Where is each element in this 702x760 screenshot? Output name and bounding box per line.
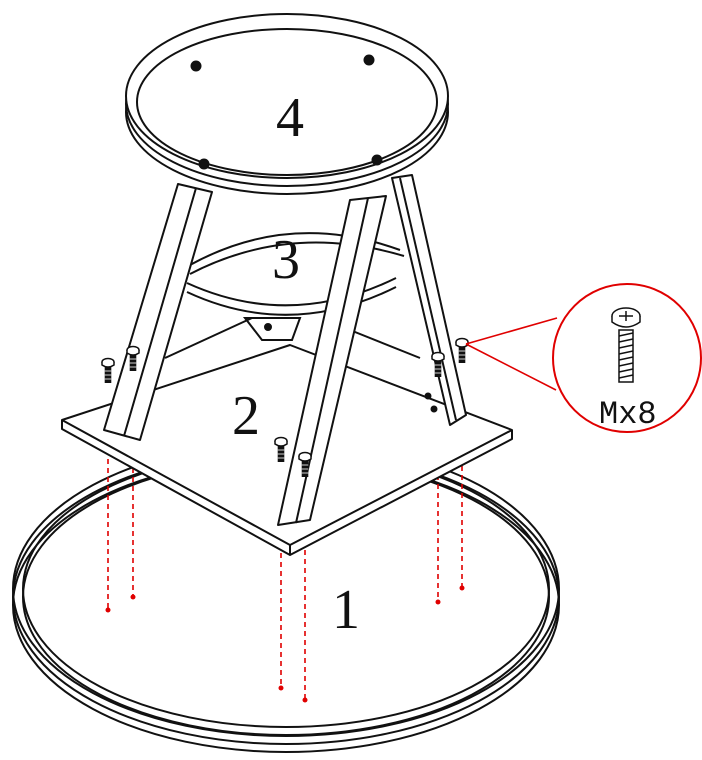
part-label-1: 1 xyxy=(332,579,360,641)
part-label-2: 2 xyxy=(232,385,260,447)
mounting-plate xyxy=(61,344,513,556)
screw-icon xyxy=(611,307,641,383)
screw-icon xyxy=(101,357,115,384)
screw-size-label: Mx8 xyxy=(599,396,657,433)
legs xyxy=(103,174,467,526)
seat-top xyxy=(125,13,449,195)
part-label-4: 4 xyxy=(276,87,304,149)
part-label-3: 3 xyxy=(272,229,300,291)
screw-icon xyxy=(455,337,469,364)
screw-callout: Mx8 xyxy=(465,283,702,433)
screw-guide-dots xyxy=(105,585,465,703)
